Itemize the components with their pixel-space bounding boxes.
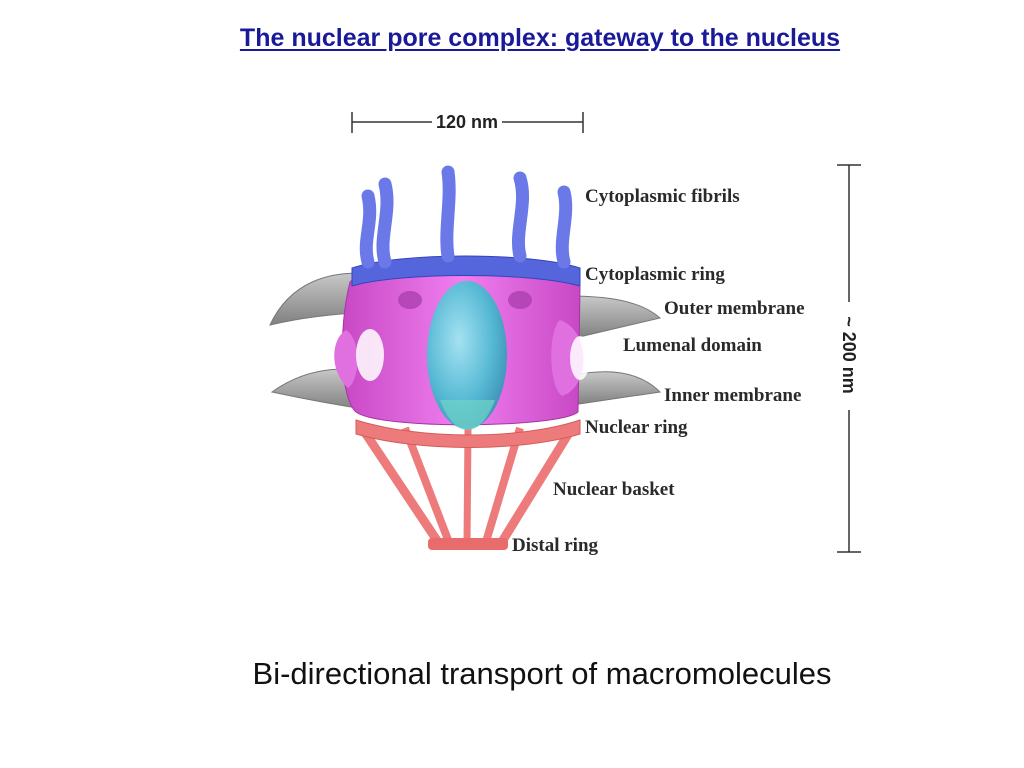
- distal-ring: [428, 538, 508, 550]
- nuclear-ring: [355, 419, 581, 448]
- width-scale-bar: 120 nm: [351, 112, 584, 133]
- cytoplasmic-ring: [351, 255, 581, 287]
- label-lumenal-domain: Lumenal domain: [623, 335, 762, 356]
- width-scale-label: 120 nm: [436, 112, 498, 132]
- label-cytoplasmic-ring: Cytoplasmic ring: [585, 264, 725, 285]
- right-inner-membrane: [571, 371, 662, 406]
- label-outer-membrane: Outer membrane: [664, 298, 805, 319]
- height-scale-bar: ~ 200 nm: [837, 164, 861, 553]
- label-nuclear-basket: Nuclear basket: [553, 479, 675, 500]
- label-nuclear-ring: Nuclear ring: [585, 417, 688, 438]
- slide-caption: Bi-directional transport of macromolecul…: [252, 656, 832, 691]
- lumenal-bulge-left: [334, 330, 358, 388]
- nuclear-basket: [358, 425, 576, 550]
- slide-title: The nuclear pore complex: gateway to the…: [239, 24, 841, 52]
- height-scale-label: ~ 200 nm: [839, 316, 859, 394]
- label-distal-ring: Distal ring: [512, 535, 599, 556]
- label-cytoplasmic-fibrils: Cytoplasmic fibrils: [585, 186, 740, 207]
- cytoplasmic-fibrils: [359, 165, 573, 269]
- label-inner-membrane: Inner membrane: [664, 385, 801, 406]
- central-transporter: [427, 281, 507, 429]
- right-outer-membrane: [567, 295, 662, 339]
